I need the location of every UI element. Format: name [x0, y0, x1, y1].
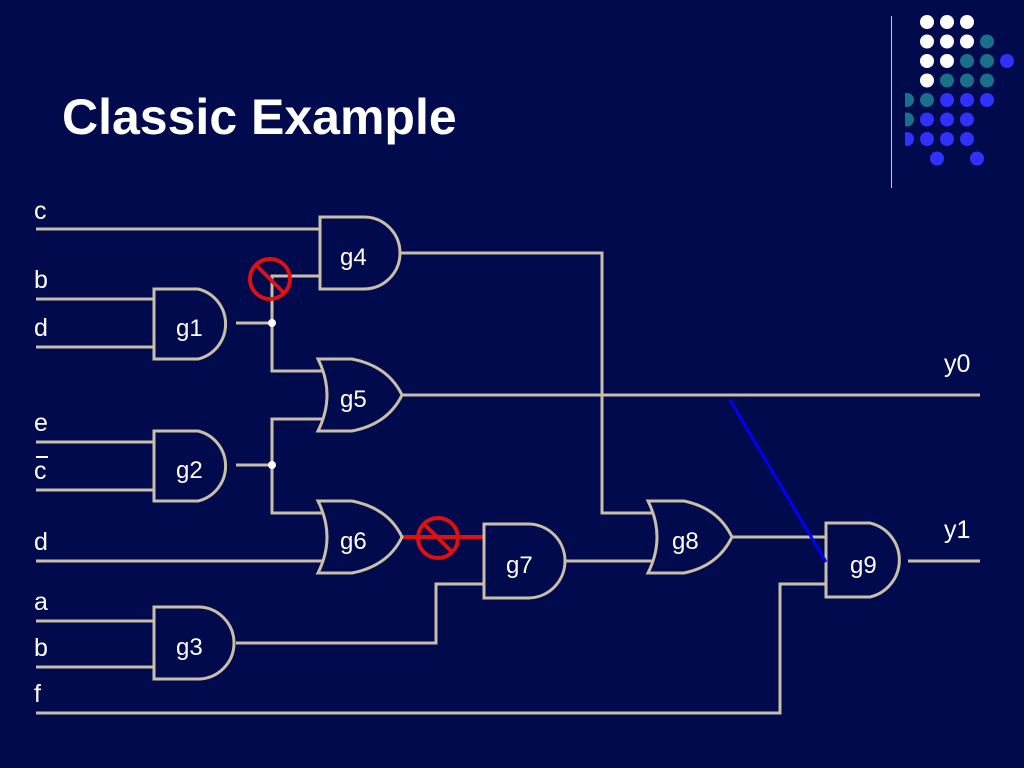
- wire-g4-g8: [400, 251, 654, 515]
- prohibition-icon: [416, 516, 460, 560]
- gate-g4-and: [318, 215, 402, 291]
- output-label-y0: y0: [944, 350, 970, 378]
- decorative-dot: [920, 93, 934, 107]
- gate-label-g2: g2: [176, 457, 203, 484]
- decorative-dot: [920, 34, 934, 49]
- input-label-c-bar: c: [34, 457, 47, 485]
- decorative-dot-grid: [905, 15, 1014, 166]
- decorative-dot: [980, 34, 994, 49]
- decorative-dot: [905, 93, 914, 107]
- gate-label-g1: g1: [176, 315, 203, 342]
- slide-title: Classic Example: [62, 89, 457, 145]
- decorative-dot: [920, 54, 934, 68]
- title-divider: [891, 16, 892, 188]
- input-label-b: b: [34, 266, 48, 294]
- gate-g6-or: [315, 499, 404, 575]
- gate-label-g9: g9: [850, 552, 877, 579]
- input-label-b-2: b: [34, 634, 48, 662]
- wire-g1-to-g5: [270, 323, 328, 373]
- wire-g2-to-g6: [270, 465, 328, 515]
- input-label-e: e: [34, 409, 48, 437]
- decorative-dot: [940, 54, 954, 68]
- decorative-dot: [980, 93, 994, 107]
- decorative-dot: [960, 34, 974, 49]
- junction-g1: [268, 319, 276, 327]
- gate-g9-and: [824, 521, 901, 599]
- decorative-dot: [940, 112, 954, 127]
- gate-label-g3: g3: [176, 634, 203, 661]
- gate-g2-and: [152, 429, 228, 503]
- decorative-dot: [940, 73, 954, 88]
- wire-g3-g7: [236, 582, 486, 645]
- gate-label-g5: g5: [340, 386, 367, 413]
- decorative-dot: [930, 151, 944, 166]
- gate-g5-or: [315, 357, 404, 433]
- decorative-dot: [940, 34, 954, 49]
- gate-g8-or: [645, 499, 734, 575]
- highlight-line: [728, 399, 828, 563]
- decorative-dot: [960, 54, 974, 68]
- decorative-dot: [1000, 54, 1014, 68]
- decorative-dot: [920, 73, 934, 88]
- input-label-f: f: [34, 680, 41, 708]
- gate-g7-and: [482, 522, 567, 600]
- decorative-dot: [960, 73, 974, 88]
- gate-g1-and: [152, 287, 228, 361]
- decorative-dot: [920, 112, 934, 127]
- decorative-dot: [920, 132, 934, 146]
- wire-f-g9: [36, 582, 828, 715]
- input-label-d: d: [34, 314, 48, 342]
- decorative-dot: [940, 15, 954, 29]
- decorative-dot: [905, 112, 914, 127]
- wire-g2-to-g5: [270, 417, 328, 465]
- decorative-dot: [905, 132, 914, 146]
- wire-g1-to-g4: [270, 274, 322, 323]
- gate-label-g8: g8: [672, 528, 699, 555]
- decorative-dot: [920, 15, 934, 29]
- output-label-y1: y1: [944, 516, 970, 544]
- decorative-dot: [960, 112, 974, 127]
- junction-g2: [268, 461, 276, 469]
- decorative-dot: [980, 73, 994, 88]
- gate-label-g4: g4: [340, 244, 367, 271]
- gate-label-g7: g7: [506, 552, 533, 579]
- decorative-dot: [960, 132, 974, 146]
- decorative-dot: [940, 93, 954, 107]
- decorative-dot: [980, 54, 994, 68]
- input-label-c: c: [34, 197, 47, 225]
- prohibition-icon: [248, 257, 292, 301]
- wires: [36, 227, 980, 715]
- decorative-dot: [960, 93, 974, 107]
- input-label-d-2: d: [34, 528, 48, 556]
- decorative-dot: [960, 15, 974, 29]
- gate-label-g6: g6: [340, 528, 367, 555]
- decorative-dot: [970, 151, 984, 166]
- decorative-dot: [940, 132, 954, 146]
- gate-g3-and: [152, 605, 236, 681]
- input-label-a: a: [34, 588, 48, 616]
